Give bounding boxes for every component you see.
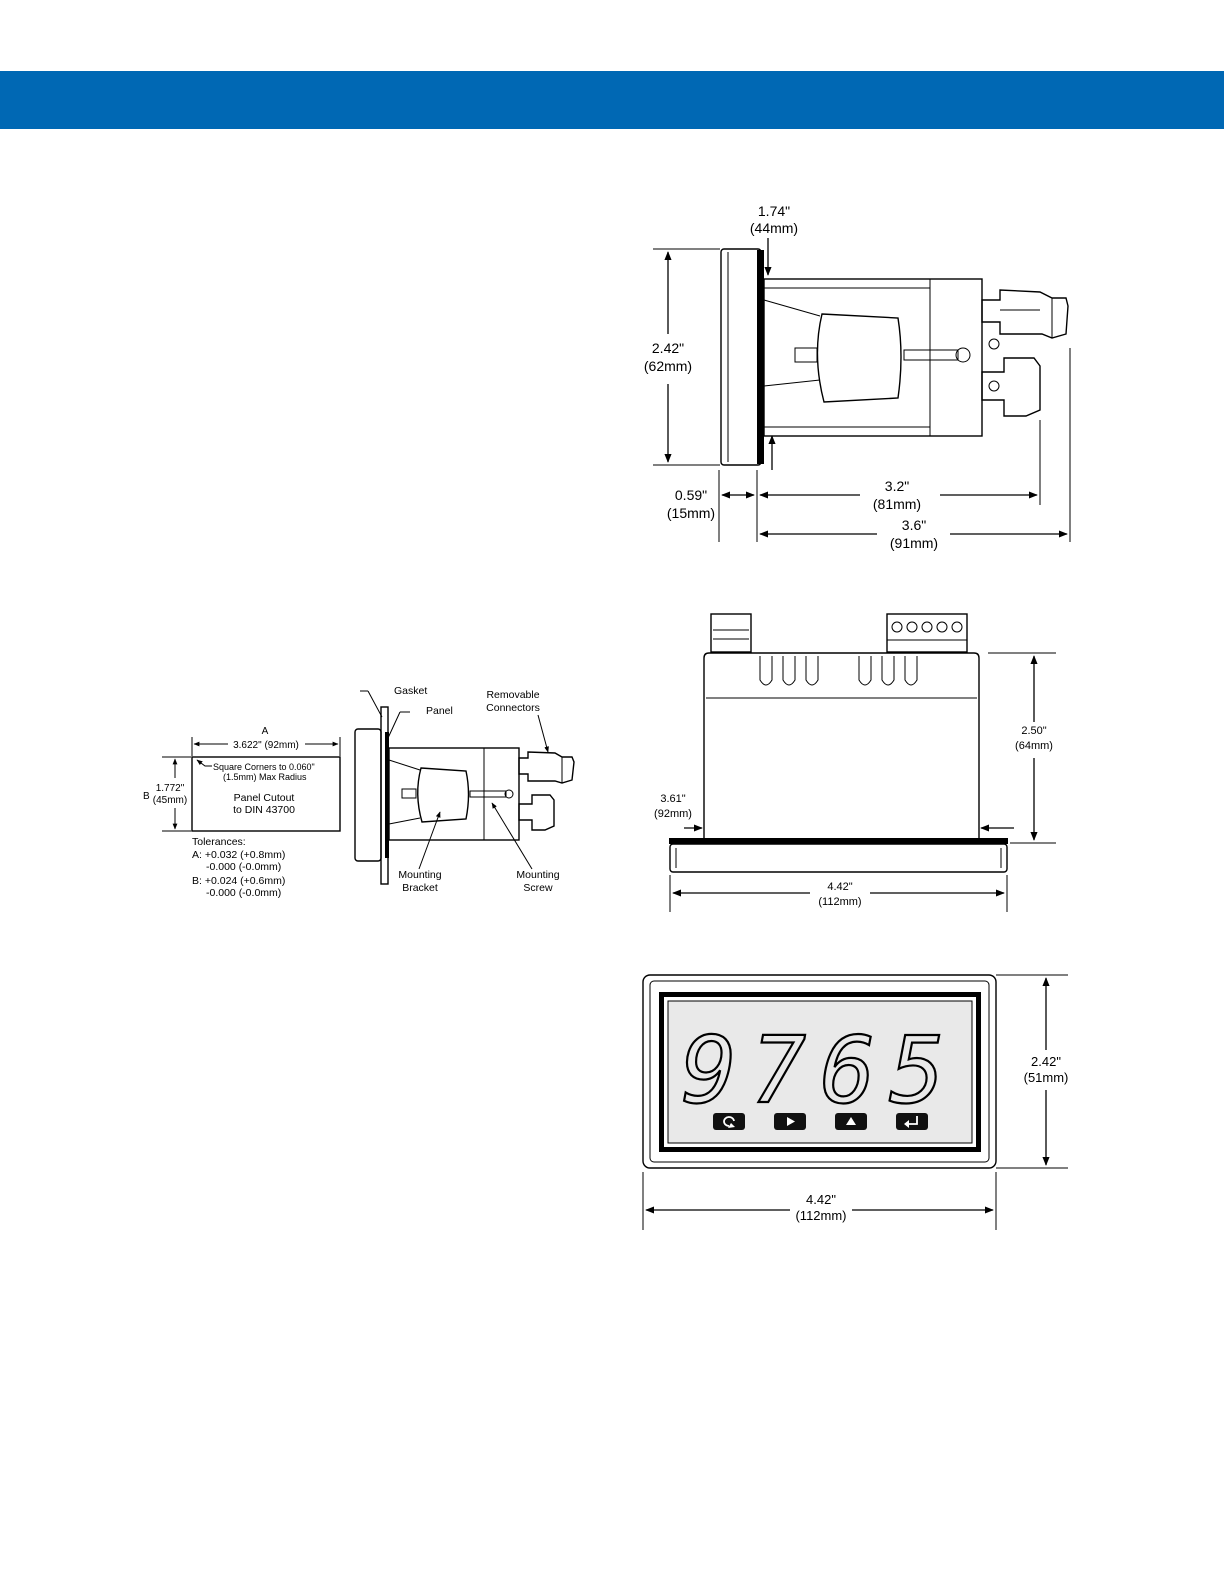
removable-connectors-line1: Removable <box>486 689 539 701</box>
up-button[interactable] <box>835 1113 867 1130</box>
panel-cutout <box>162 737 341 832</box>
front-width-mm-label: (112mm) <box>795 1208 846 1223</box>
removable-connectors-line2: Connectors <box>486 702 540 714</box>
side-view-dimensions <box>653 238 1071 542</box>
up-arrow-icon <box>846 1117 856 1125</box>
top-depth-mm-label: (64mm) <box>1015 740 1053 752</box>
tolerance-a-line2: -0.000 (-0.0mm) <box>206 861 281 873</box>
front-height-label: 2.42" <box>1031 1054 1061 1069</box>
mounting-screw-line2: Screw <box>523 882 553 894</box>
right-arrow-icon <box>787 1117 795 1126</box>
panel-label: Panel <box>426 705 453 717</box>
front-view-dimensions <box>642 974 1068 1230</box>
enter-icon <box>904 1116 918 1128</box>
bezel-label: 0.59" <box>675 487 707 503</box>
gasket-label: Gasket <box>394 685 427 697</box>
menu-button[interactable] <box>713 1113 745 1130</box>
top-depth-label: 2.50" <box>1021 725 1046 737</box>
face-depth-mm-label: (44mm) <box>750 220 798 236</box>
case-width-label: 3.61" <box>660 793 685 805</box>
case-depth-mm-label: (81mm) <box>873 496 921 512</box>
mounting-screw-line1: Mounting <box>516 869 559 881</box>
tolerance-a-line1: A: +0.032 (+0.8mm) <box>192 849 285 861</box>
mounting-bracket-line1: Mounting <box>398 869 441 881</box>
top-width-mm-label: (112mm) <box>818 896 861 908</box>
face-depth-label: 1.74" <box>758 203 790 219</box>
corner-radius-line1: Square Corners to 0.060" <box>213 762 315 772</box>
cutout-b-label: 1.772" <box>156 783 185 794</box>
mounting-side-drawing <box>354 690 575 885</box>
display-readout: 9765 <box>681 1017 959 1124</box>
front-view: 9765 <box>642 974 1069 1230</box>
mounting-bracket-line2: Bracket <box>402 882 438 894</box>
cutout-b-mm-label: (45mm) <box>153 795 187 806</box>
menu-icon <box>723 1116 735 1128</box>
bezel-mm-label: (15mm) <box>667 505 715 521</box>
side-height-mm-label: (62mm) <box>644 358 692 374</box>
tolerance-b-line2: -0.000 (-0.0mm) <box>206 887 281 899</box>
enter-button[interactable] <box>896 1113 928 1130</box>
cutout-a-letter: A <box>262 726 269 737</box>
side-height-label: 2.42" <box>652 340 684 356</box>
case-depth-label: 3.2" <box>885 478 909 494</box>
top-view-dimensions <box>669 652 1056 912</box>
overall-depth-mm-label: (91mm) <box>890 535 938 551</box>
tolerance-b-line1: B: +0.024 (+0.6mm) <box>192 875 285 887</box>
top-view: 2.50" (64mm) 3.61" (92mm) 4.42" (112mm) <box>654 613 1056 912</box>
front-height-mm-label: (51mm) <box>1024 1070 1069 1085</box>
front-width-label: 4.42" <box>806 1192 836 1207</box>
top-width-label: 4.42" <box>827 881 852 893</box>
cutout-title-line2: to DIN 43700 <box>233 804 295 816</box>
corner-radius-line2: (1.5mm) Max Radius <box>223 772 307 782</box>
side-view-meter <box>720 248 1069 466</box>
cutout-title-line1: Panel Cutout <box>234 792 295 804</box>
right-button[interactable] <box>774 1113 806 1130</box>
tolerances-title: Tolerances: <box>192 836 246 848</box>
header-banner <box>0 71 1224 129</box>
side-view: 1.74" (44mm) 2.42" (62mm) 0.59" (15mm) 3… <box>644 203 1071 551</box>
cutout-b-letter: B <box>143 791 150 802</box>
overall-depth-label: 3.6" <box>902 517 926 533</box>
mounting-view: A 3.622" (92mm) Square Corners to 0.060"… <box>143 685 575 899</box>
case-width-mm-label: (92mm) <box>654 808 692 820</box>
cutout-a-label: 3.622" (92mm) <box>233 740 299 751</box>
top-view-meter <box>669 613 1008 873</box>
